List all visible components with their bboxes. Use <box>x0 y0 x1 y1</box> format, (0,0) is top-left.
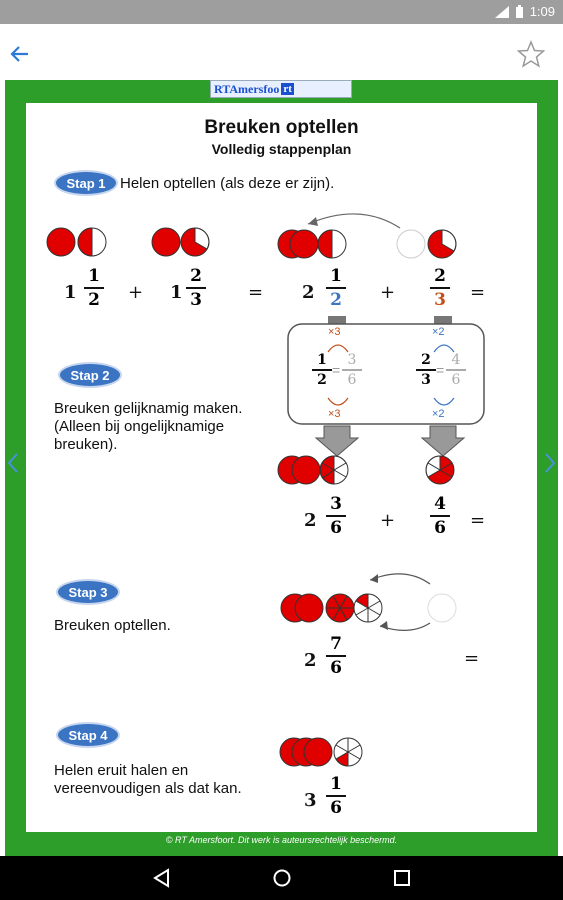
step-3-text: Breuken optellen. <box>54 617 171 634</box>
step-2-circles <box>277 455 455 485</box>
row2-plus: + <box>380 510 396 531</box>
system-nav-bar <box>0 856 563 900</box>
row2-equals: = <box>470 510 486 531</box>
step-1-diagram <box>46 213 457 259</box>
row3-whole: 2 <box>304 650 317 671</box>
step-1-text: Helen optellen (als deze er zijn). <box>120 175 335 192</box>
step-2-badge: Stap 2 <box>58 362 122 388</box>
step-4-badge: Stap 4 <box>56 722 120 748</box>
arrow-left-icon[interactable] <box>8 42 32 66</box>
home-circle-icon[interactable] <box>272 868 292 888</box>
battery-icon <box>515 5 523 18</box>
back-triangle-icon[interactable] <box>152 868 172 888</box>
step-3-badge: Stap 3 <box>56 579 120 605</box>
star-outline-icon[interactable] <box>517 40 545 68</box>
row1-plus: + <box>128 282 144 303</box>
row1-plus-2: + <box>380 282 396 303</box>
row1-equals: = <box>248 282 264 303</box>
times-two-bottom: ×2 <box>432 408 445 420</box>
step-3-circles <box>280 573 457 631</box>
clock: 1:09 <box>529 4 555 19</box>
row1-whole-b: 1 <box>170 282 183 303</box>
conversion-box <box>287 316 485 456</box>
row2-whole: 2 <box>304 510 317 531</box>
signal-icon <box>494 5 509 18</box>
previous-page-icon[interactable] <box>6 452 20 474</box>
step-2-text: Breuken gelijknamig maken. (Alleen bij o… <box>54 400 243 453</box>
status-bar: 1:09 <box>0 0 563 24</box>
page-subtitle: Volledig stappenplan <box>211 141 352 157</box>
page-title: Breuken optellen <box>204 117 359 138</box>
times-three-top: ×3 <box>328 326 341 338</box>
step-4-text: Helen eruit halen en vereenvoudigen als … <box>54 762 242 797</box>
row1-equals-2: = <box>470 282 486 303</box>
step-4-circles <box>279 737 363 767</box>
app-bar <box>0 24 563 80</box>
row1-whole-c: 2 <box>302 282 315 303</box>
recents-square-icon[interactable] <box>393 869 411 887</box>
times-three-bottom: ×3 <box>328 408 341 420</box>
row3-equals: = <box>464 648 480 669</box>
next-page-icon[interactable] <box>543 452 557 474</box>
row4-whole: 3 <box>304 790 317 811</box>
times-two-top: ×2 <box>432 326 445 338</box>
row1-whole-a: 1 <box>64 282 77 303</box>
copyright-notice: © RT Amersfoort. Dit werk is auteursrech… <box>165 835 398 845</box>
step-1-badge: Stap 1 <box>54 170 118 196</box>
